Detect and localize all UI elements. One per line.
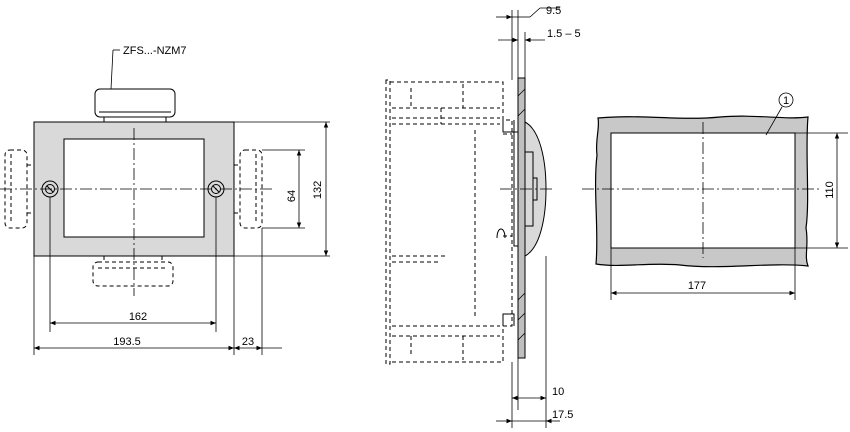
dim-162: 162 (129, 311, 147, 323)
front-view: ZFS...-NZM7 (0, 45, 330, 355)
part-name-label: ZFS...-NZM7 (123, 45, 187, 57)
dim-9-5: 9.5 (546, 5, 561, 17)
dim-23: 23 (242, 336, 254, 348)
dim-193-5: 193.5 (113, 336, 141, 348)
dim-132: 132 (312, 181, 324, 199)
top-handle (94, 88, 176, 118)
dim-17-5: 17.5 (552, 409, 573, 421)
dim-10: 10 (552, 386, 564, 398)
side-view: 9.5 1.5 – 5 10 17.5 (385, 5, 581, 428)
dim-177: 177 (688, 280, 706, 292)
callout-label: 1 (783, 95, 789, 107)
cutout-view: 1 110 177 (582, 92, 848, 300)
dim-110: 110 (824, 181, 836, 199)
handle-bottom-dashed (92, 261, 174, 287)
dim-64: 64 (286, 190, 298, 202)
dim-1-5-5: 1.5 – 5 (547, 28, 581, 40)
callout-circle (778, 92, 794, 108)
